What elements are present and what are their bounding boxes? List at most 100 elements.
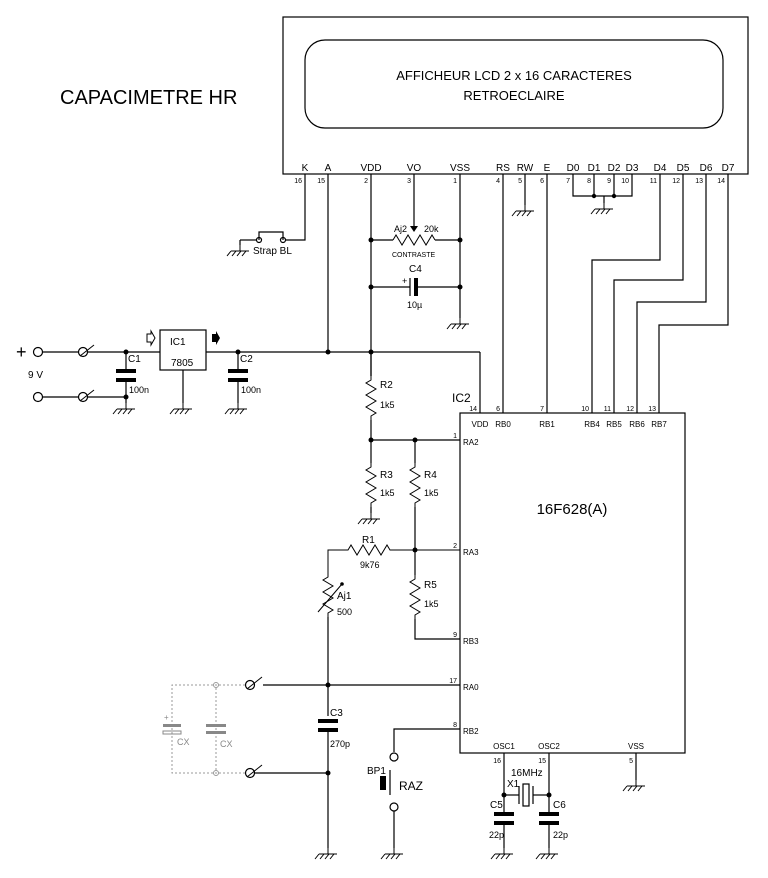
- lcd-pin-name: RS: [496, 163, 510, 174]
- bp1-pushbutton: BP1 RAZ: [367, 728, 460, 860]
- lcd-pin-name: VSS: [450, 163, 470, 174]
- lcd-pin-number: 1: [453, 178, 457, 185]
- ic2-bottom-pin-name: OSC2: [538, 742, 560, 751]
- ic1-ref: IC1: [170, 337, 186, 348]
- aj2-potentiometer: Aj2 20k CONTRASTE: [371, 174, 460, 259]
- bp1-label: RAZ: [399, 779, 423, 793]
- ic2-ref: IC2: [452, 391, 471, 405]
- ic1-regulator: IC1 7805: [146, 329, 220, 415]
- c2-value: 100n: [241, 385, 261, 395]
- lcd-pin-name: D5: [677, 163, 690, 174]
- lcd-pin-name: D2: [608, 163, 621, 174]
- lcd-pin-number: 6: [540, 178, 544, 185]
- c5-ref: C5: [490, 800, 503, 811]
- ic2-left-pin-number: 8: [453, 722, 457, 729]
- lcd-pin-name: D6: [700, 163, 713, 174]
- lcd-pin-number: 7: [566, 178, 570, 185]
- ic2-left-pin-name: RB2: [463, 727, 479, 736]
- supply-plus: +: [16, 342, 27, 362]
- ic2-part: 16F628(A): [537, 501, 608, 518]
- lcd-pin-name: E: [544, 163, 551, 174]
- lcd-pin-number: 5: [518, 178, 522, 185]
- x1-ref: X1: [507, 779, 520, 790]
- lcd-pin-name: RW: [517, 163, 534, 174]
- r2-ref: R2: [380, 380, 393, 391]
- c4-value: 10µ: [407, 300, 422, 310]
- ic2-left-pin-number: 17: [449, 678, 457, 685]
- lcd-pins: K16A15VDD2VO3VSS1RS4RW5E6D07D18D29D310D4…: [294, 163, 735, 185]
- lcd-pin-name: D4: [654, 163, 667, 174]
- aj1-ref: Aj1: [337, 591, 352, 602]
- c6-value: 22p: [553, 830, 568, 840]
- ic2-bottom-pin-name: VSS: [628, 742, 644, 751]
- ic1-part: 7805: [171, 358, 194, 369]
- c2-capacitor: C2 100n: [224, 352, 261, 415]
- lcd-pin-number: 9: [607, 178, 611, 185]
- lcd-pin-name: K: [302, 163, 309, 174]
- c1-ref: C1: [128, 354, 141, 365]
- c3-value: 270p: [330, 739, 350, 749]
- r3-ref: R3: [380, 470, 393, 481]
- strap-bl: Strap BL: [226, 174, 306, 257]
- c3-capacitor: C3 270p: [314, 708, 350, 860]
- ic2-left-pin-number: 1: [453, 433, 457, 440]
- power-input: + 9 V: [16, 342, 95, 403]
- lcd-pin-number: 15: [317, 178, 325, 185]
- lcd-pin-number: 4: [496, 178, 500, 185]
- cx-label-a: CX: [177, 737, 190, 747]
- c1-capacitor: C1 100n: [112, 352, 149, 415]
- lcd-pin-number: 13: [695, 178, 703, 185]
- lcd-label-line2: RETROECLAIRE: [463, 88, 564, 103]
- r5-ref: R5: [424, 580, 437, 591]
- r4-value: 1k5: [424, 488, 439, 498]
- aj1-trimmer: Aj1 500: [317, 572, 352, 618]
- x1-value: 16MHz: [511, 768, 543, 779]
- ic2-top-pin-number: 11: [604, 406, 611, 413]
- r5-resistor: R5 1k5: [409, 550, 460, 640]
- lcd-pin-name: D1: [588, 163, 601, 174]
- ic2-bottom-pin-number: 16: [493, 758, 501, 765]
- ic2-bottom-pin-number: 15: [538, 758, 546, 765]
- c6-capacitor: C6 22p: [535, 800, 568, 860]
- lcd-pin-name: D3: [626, 163, 639, 174]
- cx-label-b: CX: [220, 739, 233, 749]
- ic2-left-pin-name: RA2: [463, 438, 479, 447]
- r1-ref: R1: [362, 535, 375, 546]
- r3-value: 1k5: [380, 488, 395, 498]
- x1-crystal: X1 16MHz: [501, 753, 552, 812]
- lcd-pin-number: 2: [364, 178, 368, 185]
- bp1-ref: BP1: [367, 766, 386, 777]
- ic2-top-pin-name: RB1: [539, 420, 555, 429]
- ic2-left-pin-number: 9: [453, 632, 457, 639]
- ic2-bottom-pin-name: OSC1: [493, 742, 515, 751]
- c4-plus: +: [402, 276, 407, 286]
- ic2-top-pin-number: 6: [496, 406, 500, 413]
- lcd-pin-number: 12: [672, 178, 680, 185]
- supply-voltage: 9 V: [28, 370, 43, 381]
- ic2-top-pin-name: RB6: [629, 420, 645, 429]
- r4-resistor: R4 1k5: [409, 440, 439, 550]
- ic2-microcontroller: IC2 16F628(A) VDD14RB06RB17RB410RB511RB6…: [449, 391, 686, 765]
- cx-plus: +: [164, 713, 169, 722]
- ic2-top-pin-name: VDD: [472, 420, 489, 429]
- lcd-pin-name: VO: [407, 163, 422, 174]
- aj2-value: 20k: [424, 224, 439, 234]
- c3-ref: C3: [330, 708, 343, 719]
- ic2-top-pin-name: RB5: [606, 420, 622, 429]
- ic2-left-pin-name: RA3: [463, 548, 479, 557]
- c4-ref: C4: [409, 264, 422, 275]
- lcd-pin-name: VDD: [360, 163, 381, 174]
- ic2-left-pin-name: RB3: [463, 637, 479, 646]
- cx-capacitors: + CX CX: [162, 682, 245, 776]
- aj2-ref: Aj2: [394, 224, 407, 234]
- strap-bl-label: Strap BL: [253, 246, 292, 257]
- c4-capacitor: + C4 10µ: [371, 264, 460, 310]
- c2-ref: C2: [240, 354, 253, 365]
- ic2-top-pin-number: 10: [581, 406, 589, 413]
- page-title: CAPACIMETRE HR: [60, 87, 237, 109]
- lcd-module: AFFICHEUR LCD 2 x 16 CARACTERES RETROECL…: [282, 16, 749, 185]
- r3-resistor: R3 1k5: [357, 440, 395, 525]
